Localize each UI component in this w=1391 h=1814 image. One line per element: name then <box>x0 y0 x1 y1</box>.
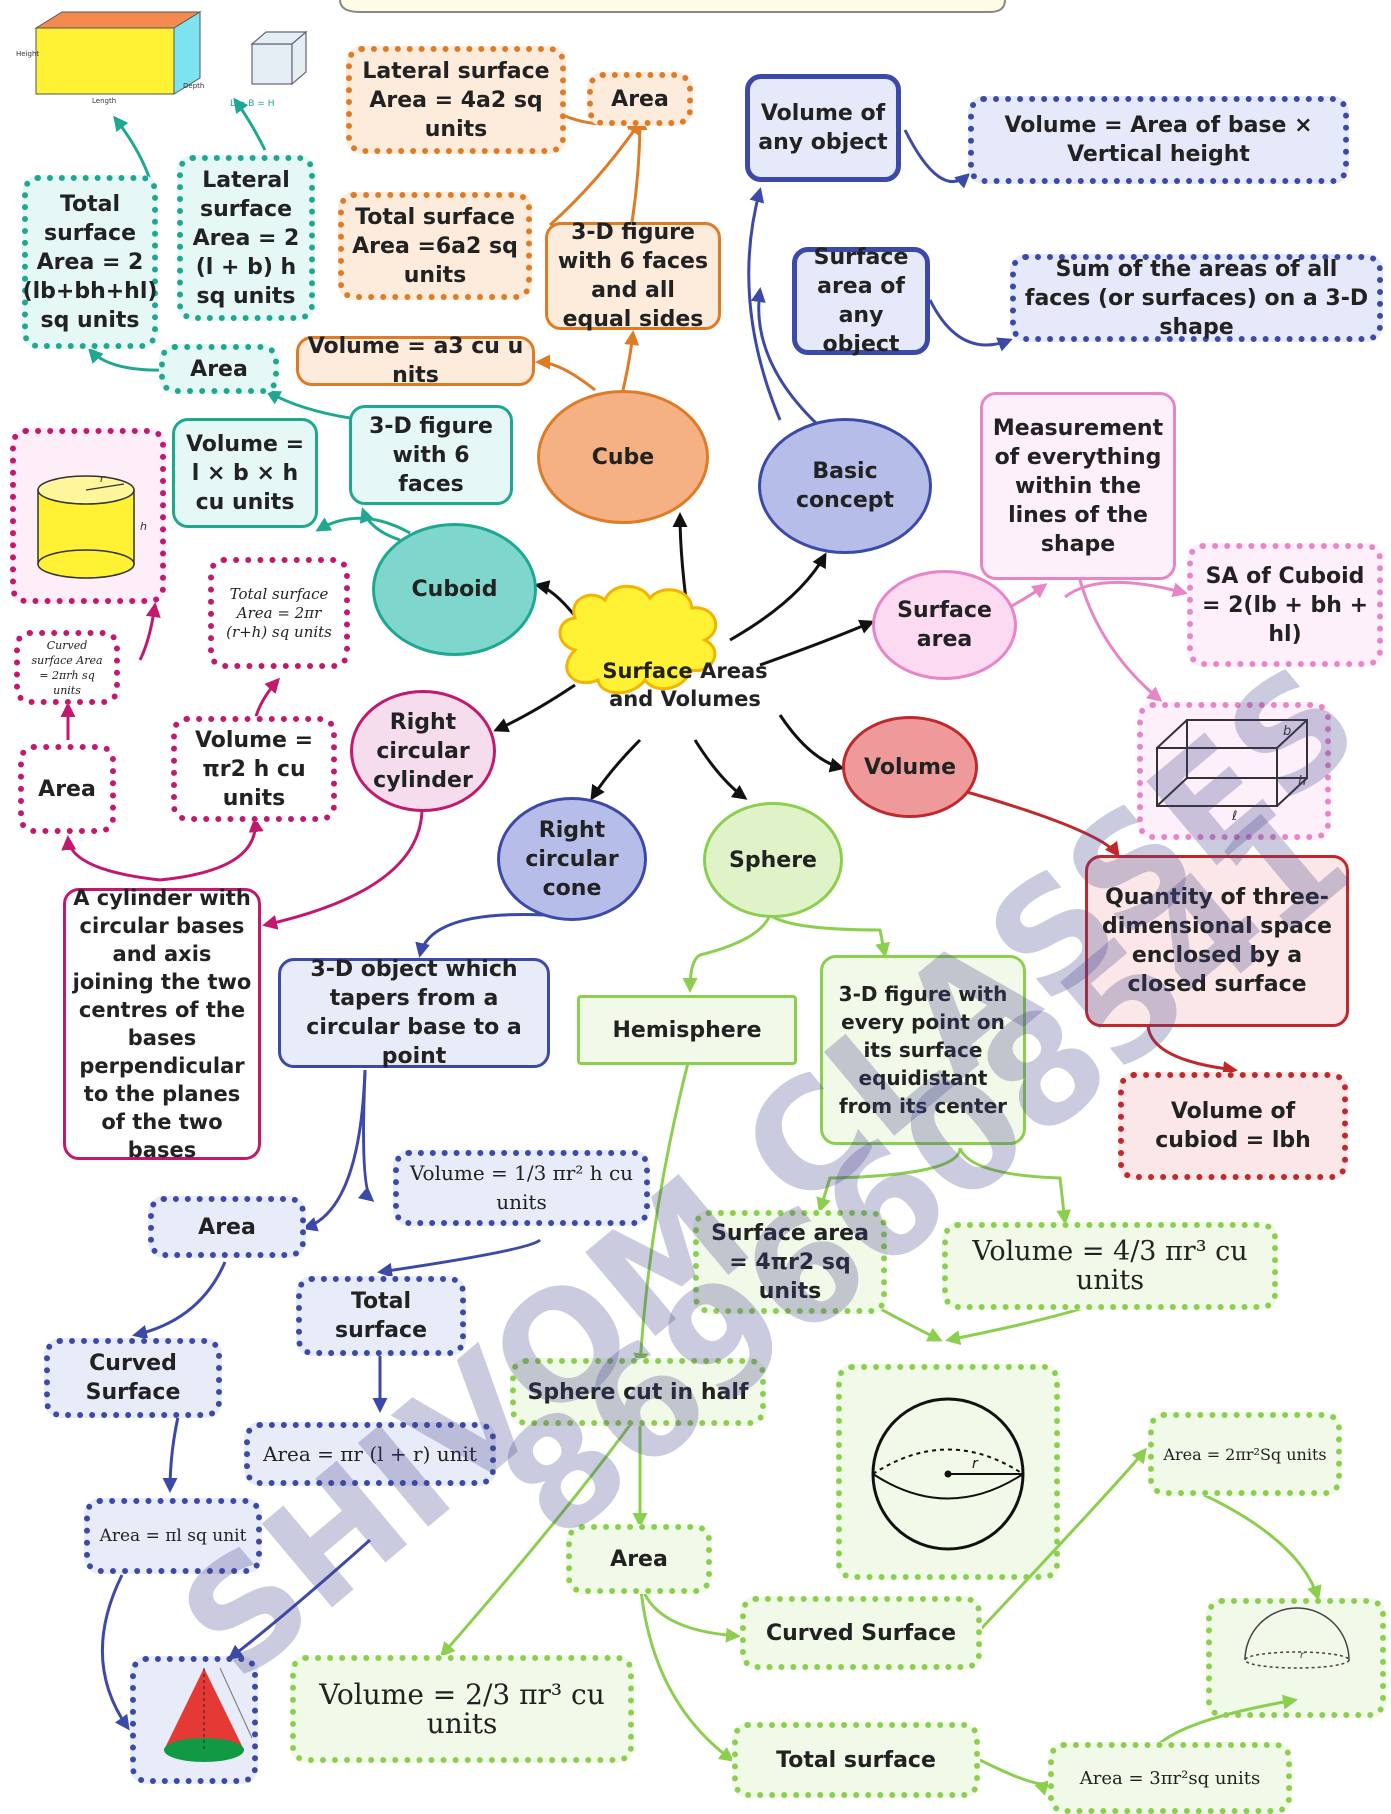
cone-volume: Volume = 1/3 πr² h cu units <box>393 1150 650 1226</box>
cylinder-area: Area <box>18 744 116 834</box>
cylinder-curved-surface: Curved surface Area = 2πrh sq units <box>14 630 120 705</box>
cuboid-volume: Volume = l × b × h cu units <box>172 418 318 528</box>
cuboid-length-label: Length <box>92 97 116 105</box>
volume-definition-node: Quantity of three-dimensional space encl… <box>1085 855 1349 1027</box>
cuboid-figure: Height Length Depth <box>16 11 204 105</box>
cube-figure-label: L = B = H <box>230 99 274 109</box>
surface-area-measurement: Measurement of everything within the lin… <box>980 392 1176 580</box>
cone-curved-surface: Curved Surface <box>44 1338 222 1418</box>
cylinder-h-label: h <box>140 520 147 533</box>
hemisphere-curved-surface: Curved Surface <box>740 1596 982 1670</box>
sa-h-label: h <box>1298 774 1306 789</box>
sa-of-cuboid: SA of Cuboid = 2(lb + bh + hl) <box>1187 543 1383 667</box>
sphere-definition: 3-D figure with every point on its surfa… <box>820 955 1026 1145</box>
cuboid-lateral-surface: Lateral surface Area = 2 (l + b) h sq un… <box>177 155 315 321</box>
cuboid-node[interactable]: Cuboid <box>372 523 537 656</box>
surface-any-object: Surface area of any object <box>792 245 930 357</box>
volume-of-cuboid: Volume of cubiod = lbh <box>1118 1072 1348 1180</box>
cube-total-surface: Total surface Area =6a2 sq units <box>338 192 532 300</box>
cylinder-volume: Volume = πr2 h cu units <box>171 716 337 822</box>
cuboid-depth-label: Depth <box>183 82 204 90</box>
cube-definition: 3-D figure with 6 faces and all equal si… <box>545 220 721 332</box>
cylinder-r-label: r <box>100 472 106 485</box>
cube-node[interactable]: Cube <box>537 390 709 524</box>
hemisphere-total-surface: Total surface <box>732 1722 980 1798</box>
cube-lateral-surface: Lateral surface Area = 4a2 sq units <box>346 46 566 154</box>
cone-area: Area <box>148 1196 306 1258</box>
center-topic[interactable]: Surface Areas and Volumes <box>602 659 768 711</box>
volume-definition: Volume = Area of base × Vertical height <box>968 96 1349 184</box>
basic-concept-node[interactable]: Basic concept <box>758 418 932 554</box>
cube-area: Area <box>587 72 693 126</box>
cone-total-formula: Area = πr (l + r) unit <box>244 1422 496 1486</box>
cone-node[interactable]: Right circular cone <box>497 797 647 921</box>
hemisphere-curved-formula: Area = 2πr²Sq units <box>1148 1412 1342 1496</box>
sphere-surface-area: Surface area = 4πr2 sq units <box>693 1210 887 1314</box>
center-cloud <box>558 584 718 695</box>
sphere-figure: r <box>871 1397 1025 1551</box>
surface-area-node[interactable]: Surface area <box>872 570 1017 680</box>
cone-definition: 3-D object which tapers from a circular … <box>278 957 550 1069</box>
cuboid-definition: 3-D figure with 6 faces <box>349 405 513 505</box>
cone-curved-formula: Area = πl sq unit <box>84 1498 262 1574</box>
cube-figure: L = B = H <box>230 30 308 109</box>
hemisphere-area: Area <box>566 1524 712 1594</box>
sphere-volume: Volume = 4/3 πr³ cu units <box>942 1222 1278 1310</box>
sa-b-label: b <box>1283 724 1291 739</box>
volume-any-object: Volume of any object <box>745 74 901 182</box>
cone-figure <box>164 1667 253 1762</box>
hemisphere-total-formula: Area = 3πr²sq units <box>1048 1742 1292 1814</box>
hemisphere-r-label: r <box>1300 1650 1305 1661</box>
cylinder-node[interactable]: Right circular cylinder <box>350 690 496 812</box>
hemisphere-figure: r <box>1244 1607 1350 1669</box>
sa-l-label: ℓ <box>1231 809 1237 824</box>
cuboid-height-label: Height <box>16 50 39 58</box>
hemisphere-node[interactable]: Hemisphere <box>577 995 797 1065</box>
cylinder-figure: r h <box>37 472 147 579</box>
cuboid-area: Area <box>159 344 279 394</box>
cone-total-surface: Total surface <box>296 1276 466 1356</box>
sa-cuboid-figure: b h ℓ <box>1156 719 1308 824</box>
cube-volume: Volume = a3 cu u nits <box>296 334 535 388</box>
surface-definition: Sum of the areas of all faces (or surfac… <box>1010 254 1383 342</box>
volume-node[interactable]: Volume <box>842 716 978 818</box>
cylinder-total-surface: Total surface Area = 2πr (r+h) sq units <box>208 557 350 669</box>
hemisphere-definition: Sphere cut in half <box>510 1358 766 1426</box>
hemisphere-volume: Volume = 2/3 πr³ cu units <box>290 1655 634 1763</box>
sphere-r-label: r <box>972 1456 979 1472</box>
cuboid-total-surface: Total surface Area = 2 (lb+bh+hl) sq uni… <box>22 175 158 349</box>
sphere-node[interactable]: Sphere <box>703 802 843 918</box>
cylinder-definition: A cylinder with circular bases and axis … <box>63 886 261 1162</box>
